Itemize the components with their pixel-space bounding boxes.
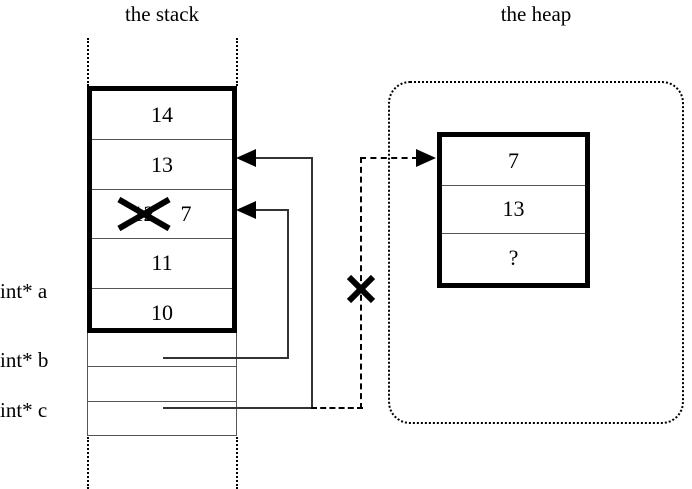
- stack-guide-bottom-left: [87, 437, 89, 489]
- pointer-c-run: [253, 157, 313, 159]
- stack-cell-4-value: 10: [151, 300, 173, 326]
- stack-cell-3: 11: [92, 239, 232, 289]
- stack-title: the stack: [124, 2, 200, 26]
- pointer-cell-a: [88, 333, 236, 368]
- stack-cell-0: 14: [92, 91, 232, 141]
- heap-region-boundary: [388, 81, 684, 424]
- stack-cell-1: 13: [92, 140, 232, 190]
- stack-cell-2-overwrite: 12 7: [92, 190, 232, 238]
- variable-label-a: int* a: [0, 279, 48, 303]
- variable-label-c: int* c: [0, 398, 48, 422]
- pointer-b-riser: [287, 210, 289, 358]
- heap-cell-1: 13: [442, 186, 585, 235]
- heap-cell-0-value: 7: [508, 147, 519, 173]
- heap-cell-1-value: 13: [502, 196, 525, 222]
- stack-cell-2-old-value: 12: [116, 196, 171, 232]
- dead-pointer-arrowhead: [416, 149, 436, 167]
- heap-array: 7 13 ?: [437, 132, 590, 288]
- stack-array: 14 13 12 7 11 10: [87, 86, 237, 333]
- pointer-cell-b: [88, 367, 236, 402]
- pointer-c-riser: [311, 157, 313, 408]
- dead-pointer-segment-top: [360, 157, 418, 159]
- heap-cell-2: ?: [442, 234, 585, 283]
- heap-cell-0: 7: [442, 137, 585, 186]
- heap-cell-2-value: ?: [508, 245, 519, 271]
- pointer-b-stub: [163, 357, 289, 359]
- pointer-b-run: [253, 209, 289, 211]
- stack-guide-top-left: [87, 38, 89, 86]
- stack-cell-2: 12 7: [92, 190, 232, 240]
- stack-cell-4: 10: [92, 289, 232, 338]
- heap-title: the heap: [500, 2, 572, 26]
- stack-guide-top-right: [236, 38, 238, 86]
- pointer-c-stub: [163, 407, 313, 409]
- x-mark-icon: [115, 196, 173, 232]
- variable-label-b: int* b: [0, 348, 49, 372]
- dead-pointer-segment-bottom: [311, 407, 363, 409]
- stack-cell-3-value: 11: [151, 250, 173, 276]
- stack-cell-1-value: 13: [151, 151, 173, 177]
- pointer-c-arrowhead: [236, 149, 256, 167]
- pointer-b-arrowhead: [236, 201, 256, 219]
- stack-pointer-cells: [87, 333, 237, 436]
- x-mark-icon: [344, 272, 378, 306]
- stack-cell-0-value: 14: [151, 102, 173, 128]
- stack-cell-2-value: 7: [180, 200, 192, 226]
- stack-guide-bottom-right: [236, 437, 238, 489]
